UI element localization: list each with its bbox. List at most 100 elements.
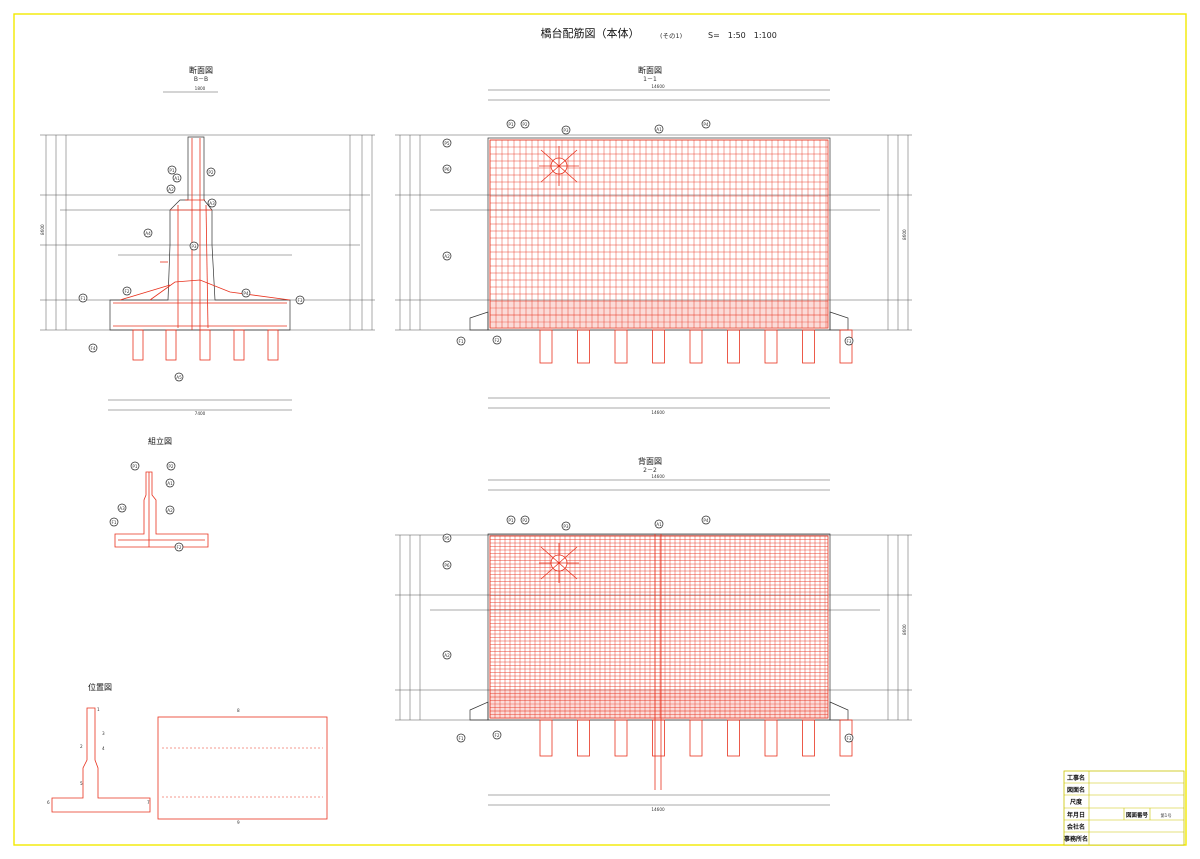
svg-text:A1: A1 bbox=[656, 522, 662, 527]
svg-text:P4: P4 bbox=[703, 122, 709, 127]
pile bbox=[199, 329, 211, 361]
section-bb-title: 断面図 bbox=[189, 65, 213, 75]
position-view: 位置図 1 2 3 4 5 6 7 8 9 bbox=[47, 682, 328, 825]
svg-text:P2: P2 bbox=[208, 170, 214, 175]
rebar-callout-section: P1 A1 P2 A2 A3 A4 P3 P4 A5 F1 F2 F3 F4 bbox=[78, 165, 305, 382]
position-plan-rect bbox=[157, 716, 328, 820]
pile bbox=[727, 719, 740, 757]
svg-text:F3: F3 bbox=[846, 339, 851, 344]
svg-text:A1: A1 bbox=[174, 176, 180, 181]
pile bbox=[764, 329, 778, 364]
svg-text:P3: P3 bbox=[191, 244, 197, 249]
svg-text:P3: P3 bbox=[563, 524, 569, 529]
front-height-dimension: 8600 bbox=[902, 229, 907, 240]
back-bottom-dimension: 14600 bbox=[651, 807, 665, 812]
position-labels: 1 2 3 4 5 6 7 8 9 bbox=[47, 707, 240, 825]
back-rebar-mesh bbox=[489, 535, 828, 719]
svg-text:A1: A1 bbox=[167, 481, 173, 486]
pile bbox=[689, 329, 703, 364]
svg-text:P4: P4 bbox=[243, 291, 249, 296]
pile bbox=[267, 329, 279, 361]
svg-text:F2: F2 bbox=[494, 733, 499, 738]
pile bbox=[652, 329, 665, 364]
svg-text:9: 9 bbox=[237, 820, 240, 825]
svg-text:P2: P2 bbox=[168, 464, 174, 469]
section-bb-view: 断面図 B－B 1800 7400 8600 bbox=[40, 65, 375, 416]
svg-text:F4: F4 bbox=[90, 346, 95, 351]
svg-text:P1: P1 bbox=[508, 122, 514, 127]
back-view-22: 背面図 2－2 14600 14600 8600 P1 P2 P3 bbox=[395, 456, 912, 812]
svg-text:P5: P5 bbox=[444, 141, 450, 146]
svg-text:P6: P6 bbox=[444, 563, 450, 568]
svg-text:P1: P1 bbox=[132, 464, 138, 469]
svg-text:F3: F3 bbox=[846, 736, 851, 741]
drawing-subtitle: (その1) bbox=[660, 32, 682, 40]
back-view-mark: 2－2 bbox=[643, 467, 657, 474]
svg-text:F3: F3 bbox=[297, 298, 302, 303]
pile bbox=[233, 329, 245, 361]
drawing-scale: S= 1:50 1:100 bbox=[708, 31, 777, 40]
pile bbox=[614, 719, 628, 757]
front-view-title: 断面図 bbox=[638, 65, 662, 75]
svg-text:A2: A2 bbox=[167, 508, 173, 513]
svg-text:A2: A2 bbox=[444, 254, 450, 259]
svg-text:F2: F2 bbox=[494, 338, 499, 343]
back-piles bbox=[539, 719, 853, 757]
svg-text:P5: P5 bbox=[444, 536, 450, 541]
title-block: 工事名 図面名 尺度 年月日 会社名 事務所名 図面番号 第1号 bbox=[1063, 770, 1185, 846]
pile bbox=[132, 329, 144, 361]
section-height-dimension: 8600 bbox=[40, 224, 45, 235]
rebar-callout-front: P1 P2 P3 A1 P4 P5 P6 A2 F1 F2 F3 bbox=[442, 119, 854, 346]
svg-text:F1: F1 bbox=[458, 339, 463, 344]
section-top-dimension: 1800 bbox=[195, 86, 206, 91]
svg-text:7: 7 bbox=[147, 800, 150, 805]
svg-text:1: 1 bbox=[97, 707, 100, 712]
svg-text:F2: F2 bbox=[124, 289, 129, 294]
front-piles bbox=[539, 329, 853, 364]
svg-text:A2: A2 bbox=[168, 187, 174, 192]
svg-text:A2: A2 bbox=[444, 653, 450, 658]
svg-text:A5: A5 bbox=[176, 375, 182, 380]
back-view-title: 背面図 bbox=[638, 456, 662, 466]
pile bbox=[539, 329, 553, 364]
pile bbox=[577, 329, 590, 364]
assembly-view-title: 組立図 bbox=[148, 436, 172, 446]
title-block-row: 会社名 bbox=[1067, 823, 1085, 831]
svg-text:P2: P2 bbox=[522, 122, 528, 127]
rebar-callout-side: P1 P2 A1 A2 A3 F1 F2 bbox=[109, 461, 184, 552]
svg-text:A3: A3 bbox=[119, 506, 125, 511]
front-bottom-dimension: 14600 bbox=[651, 410, 665, 415]
svg-text:6: 6 bbox=[47, 800, 50, 805]
svg-text:F1: F1 bbox=[458, 736, 463, 741]
svg-text:F1: F1 bbox=[111, 520, 116, 525]
pile bbox=[689, 719, 703, 757]
svg-text:P4: P4 bbox=[703, 518, 709, 523]
position-view-title: 位置図 bbox=[88, 682, 112, 692]
svg-text:2: 2 bbox=[80, 744, 83, 749]
pile bbox=[839, 329, 853, 364]
pile bbox=[165, 329, 177, 361]
svg-text:5: 5 bbox=[80, 781, 83, 786]
svg-text:F2: F2 bbox=[176, 545, 181, 550]
svg-text:A4: A4 bbox=[145, 231, 151, 236]
pile bbox=[652, 719, 665, 757]
title-block-row: 尺度 bbox=[1070, 798, 1083, 806]
pile bbox=[802, 329, 815, 364]
front-view-11: 断面図 1－1 14600 14600 8600 P1 bbox=[395, 65, 912, 415]
section-bottom-dimension: 7400 bbox=[195, 411, 206, 416]
front-view-mark: 1－1 bbox=[643, 76, 657, 83]
back-top-dimension: 14600 bbox=[651, 474, 665, 479]
svg-text:4: 4 bbox=[102, 746, 105, 751]
svg-text:P1: P1 bbox=[169, 168, 175, 173]
title-block-row: 年月日 bbox=[1067, 811, 1085, 819]
front-rebar-mesh bbox=[489, 139, 828, 329]
pile bbox=[577, 719, 590, 757]
sheet-border bbox=[13, 13, 1187, 846]
title-block-row: 工事名 bbox=[1067, 774, 1085, 782]
svg-text:A3: A3 bbox=[209, 201, 215, 206]
pile bbox=[539, 719, 553, 757]
title-block-row: 事務所名 bbox=[1064, 835, 1088, 843]
rebar-callout-back: P1 P2 P3 A1 P4 P5 P6 A2 F1 F2 F3 bbox=[442, 515, 854, 743]
pile bbox=[727, 329, 740, 364]
